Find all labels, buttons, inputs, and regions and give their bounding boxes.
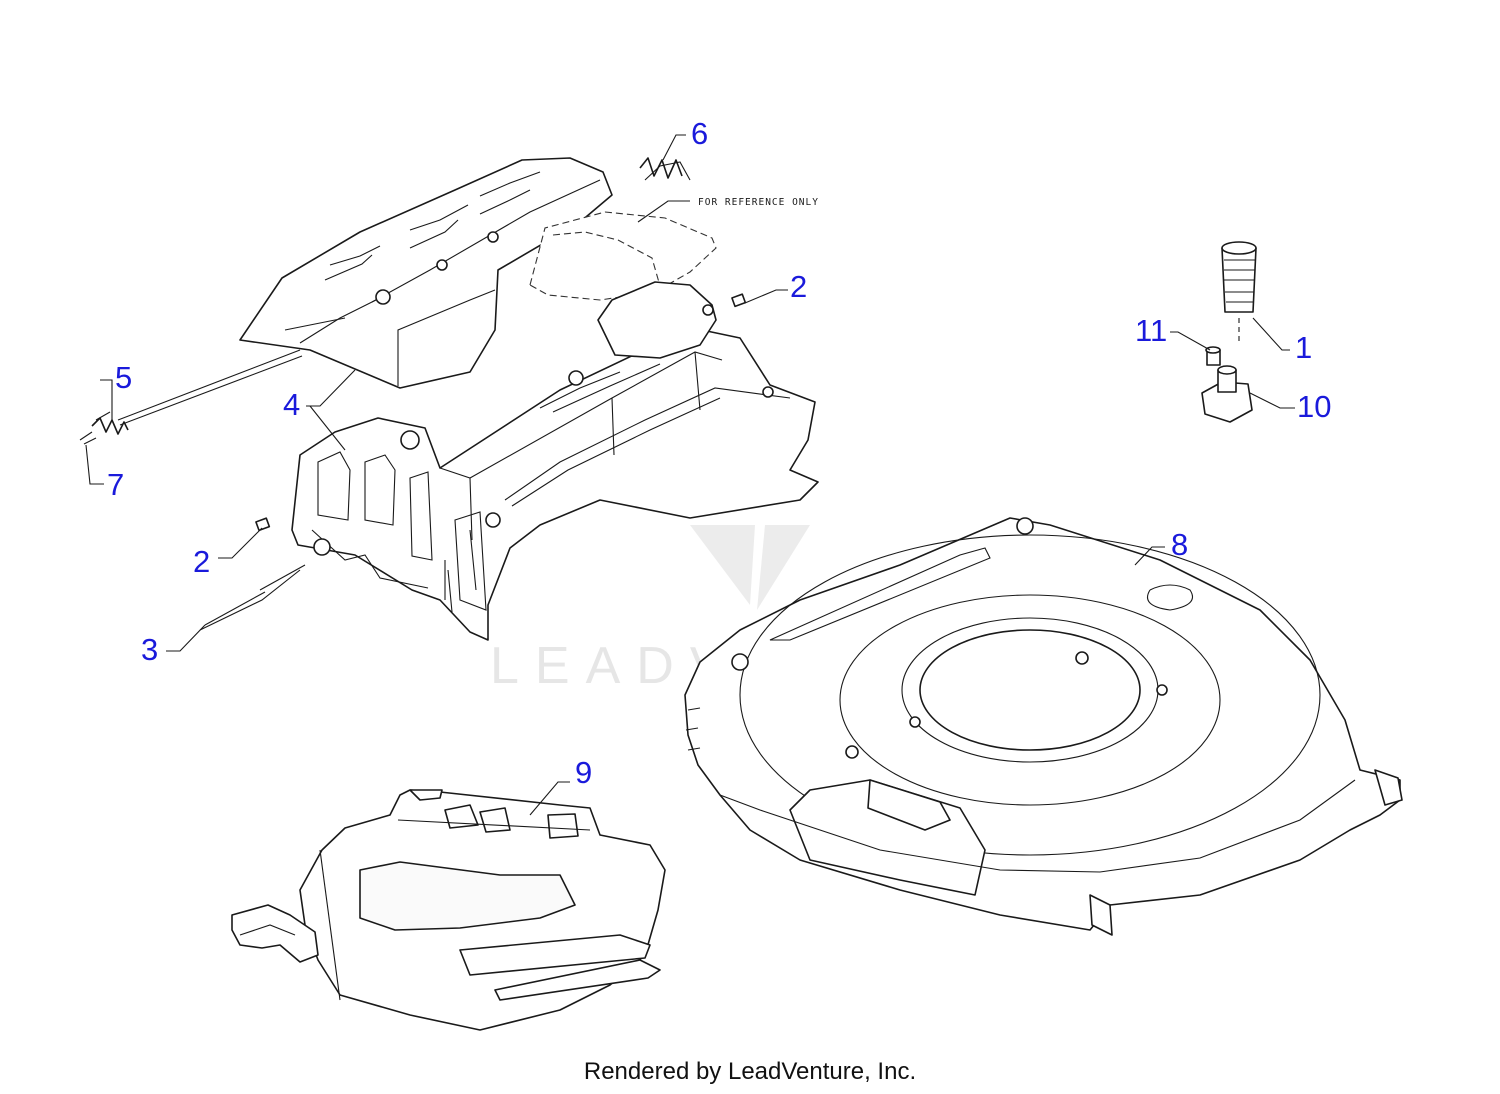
spring-5	[79, 411, 129, 445]
callout-2-upper: 2	[790, 269, 807, 304]
reference-note: FOR REFERENCE ONLY	[698, 197, 819, 208]
part-clip-lower	[255, 517, 271, 532]
part-upper-cover	[239, 157, 613, 389]
callout-1: 1	[1295, 330, 1312, 365]
callout-4: 4	[283, 387, 300, 422]
callout-9: 9	[575, 755, 592, 790]
callout-10: 10	[1297, 389, 1331, 424]
callout-5: 5	[115, 360, 132, 395]
part-clip-upper	[731, 293, 747, 308]
callout-2-lower: 2	[193, 544, 210, 579]
spring-6	[639, 157, 691, 181]
callout-3: 3	[141, 632, 158, 667]
part-adjuster-base	[1201, 365, 1253, 423]
callout-labels: 1 2 2 3 4 5 6 7 8 9 10 11	[107, 116, 1331, 790]
part-handle-bracket	[291, 281, 819, 641]
part-height-knob	[1221, 241, 1257, 345]
callout-6: 6	[691, 116, 708, 151]
callout-8: 8	[1171, 527, 1188, 562]
part-small-bolt	[1205, 346, 1221, 366]
callout-11: 11	[1135, 313, 1167, 348]
part-discharge-cover	[231, 789, 666, 1031]
footer-credit: Rendered by LeadVenture, Inc.	[583, 1058, 917, 1085]
part-mower-deck	[684, 517, 1403, 936]
callout-7: 7	[107, 467, 124, 502]
part-reference-only: FOR REFERENCE ONLY	[529, 197, 819, 301]
part-rods-springs	[79, 157, 691, 631]
leader-lines	[85, 134, 1295, 816]
